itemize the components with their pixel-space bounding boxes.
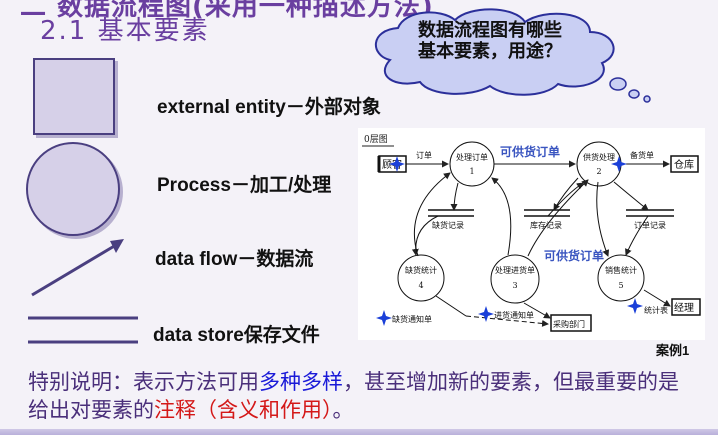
store-stock: 库存记录 bbox=[524, 209, 570, 230]
footnote: 特别说明：表示方法可用多种多样，甚至增加新的要素，但最重要的是给出对要素的注释（… bbox=[28, 368, 698, 424]
entity-manager-label: 经理 bbox=[674, 301, 694, 314]
section-title: 2.1 基本要素 bbox=[40, 16, 210, 46]
flow-restock-notice-label: 进货通知单 bbox=[494, 310, 534, 320]
entity-manager bbox=[671, 298, 701, 316]
process-1-name: 处理订单 bbox=[456, 152, 488, 162]
callout-cloud-icon bbox=[374, 8, 651, 103]
element-label-data-flow: data flow－数据流 bbox=[155, 249, 314, 270]
element-label-external-entity: external entity－外部对象 bbox=[157, 97, 381, 118]
flow-shortage-notice-label: 缺货通知单 bbox=[392, 314, 432, 324]
entity-purchasing-label: 采购部门 bbox=[553, 319, 585, 329]
square-icon bbox=[33, 58, 115, 135]
flow-stats-label: 统计表 bbox=[644, 305, 668, 315]
slide-top-title: 二 数据流程图(采用一种描述方法) bbox=[20, 0, 434, 22]
process-4 bbox=[397, 254, 445, 302]
sparkle-icon bbox=[376, 156, 643, 326]
process-4-num: 4 bbox=[418, 281, 423, 290]
process-3-num: 3 bbox=[512, 281, 517, 290]
footnote-part-1: 特别说明：表示方法可用 bbox=[28, 370, 259, 394]
process-1 bbox=[449, 141, 495, 187]
flow-order-label: 订单 bbox=[416, 150, 432, 160]
flow-available-order-label: 可供货订单 bbox=[500, 144, 560, 159]
process-2-name: 供货处理 bbox=[583, 152, 615, 162]
process-5-num: 5 bbox=[618, 281, 623, 290]
dfd-diagram: 0层图 顾客 仓库 经理 采购部门 处理订单 1 供货处理 2 处理进货单 bbox=[358, 128, 705, 340]
store-shortage: 缺货记录 bbox=[428, 209, 474, 230]
footnote-highlight-1: 多种多样 bbox=[259, 370, 343, 394]
callout-text: 数据流程图有哪些 基本要素，用途？ bbox=[390, 20, 590, 62]
footnote-part-2: ，甚至增加新的要素，但最重要的是给出对要素的 bbox=[28, 370, 679, 422]
svg-text:缺货记录: 缺货记录 bbox=[432, 220, 464, 230]
arrow-icon bbox=[31, 239, 124, 297]
callout-line-2: 基本要素，用途？ bbox=[418, 41, 562, 62]
footnote-highlight-2: 注释（含义和作用） bbox=[154, 398, 333, 422]
svg-text:订单记录: 订单记录 bbox=[634, 220, 666, 230]
process-5 bbox=[597, 254, 645, 302]
process-3-name: 处理进货单 bbox=[495, 265, 535, 275]
double-line-icon bbox=[28, 316, 138, 344]
entity-warehouse bbox=[670, 155, 699, 173]
diagram-level-label: 0层图 bbox=[364, 134, 388, 145]
circle-icon bbox=[26, 142, 120, 236]
flow-delivery-label: 备货单 bbox=[630, 150, 654, 160]
entity-purchasing bbox=[550, 314, 592, 332]
element-label-data-store: data store保存文件 bbox=[153, 325, 320, 346]
process-3 bbox=[490, 254, 540, 304]
svg-text:库存记录: 库存记录 bbox=[530, 220, 562, 230]
element-label-process: Process－加工/处理 bbox=[157, 175, 332, 196]
flow-available-order-label-2: 可供货订单 bbox=[544, 248, 604, 263]
process-1-num: 1 bbox=[469, 167, 474, 176]
footnote-part-3: 。 bbox=[332, 398, 354, 422]
callout-line-1: 数据流程图有哪些 bbox=[418, 20, 562, 41]
entity-warehouse-label: 仓库 bbox=[674, 158, 694, 171]
store-order: 订单记录 bbox=[626, 209, 674, 230]
process-4-name: 缺货统计 bbox=[405, 265, 437, 275]
process-2-num: 2 bbox=[596, 167, 601, 176]
bottom-bar bbox=[0, 429, 718, 435]
case-caption: 案例1 bbox=[656, 343, 690, 358]
process-5-name: 销售统计 bbox=[605, 265, 637, 275]
